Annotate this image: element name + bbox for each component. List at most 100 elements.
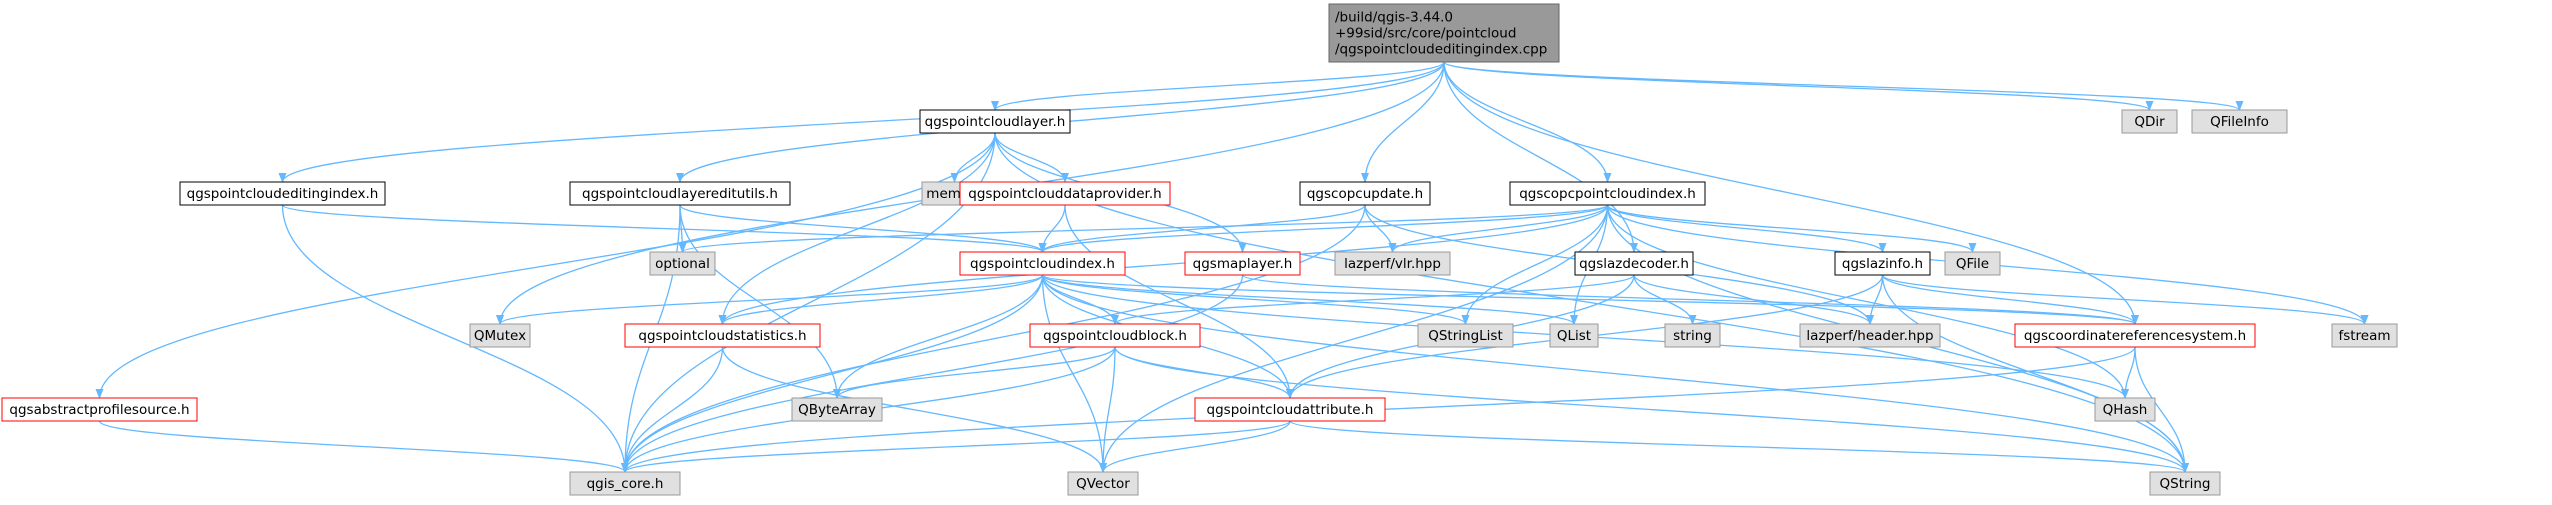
edge-lazinfo-to-qstring bbox=[1881, 274, 2189, 473]
node-qfileinfo-label: QFileInfo bbox=[2210, 114, 2269, 130]
edge-lazdecoder-to-string bbox=[1633, 274, 1697, 325]
node-qmutex-label: QMutex bbox=[474, 328, 526, 344]
edge-lazinfo-to-crs bbox=[1881, 274, 2139, 325]
node-copcindex[interactable]: qgscopcpointcloudindex.h bbox=[1509, 181, 1706, 206]
node-qstringlist-label: QStringList bbox=[1428, 328, 1503, 344]
edge-statistics-to-qvector bbox=[721, 346, 1107, 473]
node-qdir-box bbox=[2121, 109, 2178, 134]
node-fstream-box bbox=[2331, 323, 2398, 348]
node-header-box bbox=[1799, 323, 1941, 348]
node-copcupdate-box bbox=[1299, 181, 1431, 206]
edge-pcindex-to-core bbox=[621, 274, 1044, 473]
node-attribute-box bbox=[1194, 397, 1386, 422]
edge-lazinfo-to-fstream bbox=[1881, 274, 2369, 325]
edge-block-to-qbytearray bbox=[833, 346, 1116, 399]
node-maplayer-box bbox=[1184, 251, 1301, 276]
edge-layer-to-memory bbox=[950, 132, 996, 183]
node-string: string bbox=[1664, 323, 1721, 348]
node-profilesource-label: qgsabstractprofilesource.h bbox=[9, 402, 189, 418]
edge-copcindex-to-pcindex bbox=[1038, 204, 1609, 253]
edge-lazinfo-to-header bbox=[1866, 274, 1884, 325]
node-dataprovider[interactable]: qgspointclouddataprovider.h bbox=[959, 181, 1171, 206]
node-qvector-label: QVector bbox=[1076, 476, 1130, 492]
node-qlist: QList bbox=[1549, 323, 1599, 348]
node-qstringlist-box bbox=[1417, 323, 1514, 348]
edge-profilesource-to-core bbox=[98, 420, 629, 473]
edge-block-to-qvector bbox=[1099, 346, 1116, 473]
node-block-box bbox=[1029, 323, 1201, 348]
edge-pcindex-to-qstring bbox=[1041, 274, 2189, 473]
node-layereditutils[interactable]: qgspointcloudlayereditutils.h bbox=[569, 181, 791, 206]
node-qstring: QString bbox=[2149, 471, 2221, 496]
node-layer[interactable]: qgspointcloudlayer.h bbox=[919, 109, 1071, 134]
node-optional: optional bbox=[649, 251, 716, 276]
node-lazinfo[interactable]: qgslazinfo.h bbox=[1834, 251, 1931, 276]
node-dataprovider-label: qgspointclouddataprovider.h bbox=[968, 186, 1161, 202]
edge-root-to-lazdecoder bbox=[1443, 61, 1638, 253]
node-optional-label: optional bbox=[655, 256, 710, 272]
node-core-box bbox=[569, 471, 681, 496]
node-root-label: /build/qgis-3.44.0 bbox=[1335, 10, 1453, 26]
edge-root-to-layer bbox=[991, 61, 1445, 111]
edge-pcindex-to-qmutex bbox=[496, 274, 1044, 325]
node-attribute[interactable]: qgspointcloudattribute.h bbox=[1194, 397, 1386, 422]
node-root[interactable]: /build/qgis-3.44.0+99sid/src/core/pointc… bbox=[1328, 3, 1560, 63]
node-editingindex[interactable]: qgspointcloudeditingindex.h bbox=[179, 181, 386, 206]
edge-attribute-to-core bbox=[621, 420, 1291, 473]
edge-copcindex-to-lazinfo bbox=[1606, 204, 1887, 253]
node-string-box bbox=[1664, 323, 1721, 348]
node-profilesource[interactable]: qgsabstractprofilesource.h bbox=[1, 397, 198, 422]
edge-pcindex-to-qbytearray bbox=[833, 274, 1044, 399]
node-qvector: QVector bbox=[1067, 471, 1139, 496]
node-layereditutils-label: qgspointcloudlayereditutils.h bbox=[582, 186, 778, 202]
node-qlist-box bbox=[1549, 323, 1599, 348]
node-crs[interactable]: qgscoordinatereferencesystem.h bbox=[2014, 323, 2256, 348]
edge-root-to-editingindex bbox=[278, 61, 1445, 183]
edge-maplayer-to-crs bbox=[1241, 274, 2139, 325]
node-maplayer[interactable]: qgsmaplayer.h bbox=[1184, 251, 1301, 276]
node-block-label: qgspointcloudblock.h bbox=[1043, 328, 1187, 344]
edge-lazdecoder-to-block bbox=[1111, 274, 1635, 325]
node-layer-box bbox=[919, 109, 1071, 134]
node-statistics-label: qgspointcloudstatistics.h bbox=[638, 328, 806, 344]
node-qstringlist: QStringList bbox=[1417, 323, 1514, 348]
edge-root-to-crs bbox=[1443, 61, 2139, 325]
node-qdir-label: QDir bbox=[2134, 114, 2165, 130]
node-block[interactable]: qgspointcloudblock.h bbox=[1029, 323, 1201, 348]
nodes-layer: /build/qgis-3.44.0+99sid/src/core/pointc… bbox=[1, 3, 2398, 496]
edge-attribute-to-qstring bbox=[1289, 420, 2189, 473]
node-pcindex-label: qgspointcloudindex.h bbox=[970, 256, 1115, 272]
node-copcupdate[interactable]: qgscopcupdate.h bbox=[1299, 181, 1431, 206]
edge-layer-to-dataprovider bbox=[994, 132, 1069, 183]
node-core: qgis_core.h bbox=[569, 471, 681, 496]
edge-layer-to-profilesource bbox=[95, 132, 996, 399]
node-statistics-box bbox=[624, 323, 821, 348]
node-layereditutils-box bbox=[569, 181, 791, 206]
node-vlr-box bbox=[1334, 251, 1451, 276]
edge-pcindex-to-crs bbox=[1041, 274, 2139, 325]
edge-copcupdate-to-pcindex bbox=[1038, 204, 1366, 253]
node-qbytearray-box bbox=[791, 397, 883, 422]
node-copcindex-label: qgscopcpointcloudindex.h bbox=[1519, 186, 1696, 202]
edge-block-to-qstring bbox=[1114, 346, 2189, 473]
node-profilesource-box bbox=[1, 397, 198, 422]
node-dataprovider-box bbox=[959, 181, 1171, 206]
node-maplayer-label: qgsmaplayer.h bbox=[1193, 256, 1293, 272]
node-root-label: /qgspointcloudeditingindex.cpp bbox=[1335, 42, 1547, 58]
node-copcupdate-label: qgscopcupdate.h bbox=[1307, 186, 1423, 202]
node-statistics[interactable]: qgspointcloudstatistics.h bbox=[624, 323, 821, 348]
edge-pcindex-to-statistics bbox=[718, 274, 1044, 325]
node-qvector-box bbox=[1067, 471, 1139, 496]
edge-copcindex-to-qhash bbox=[1606, 204, 2129, 399]
edge-crs-to-qstring bbox=[2134, 346, 2189, 473]
node-qfile-box bbox=[1944, 251, 2001, 276]
edge-copcindex-to-qfile bbox=[1606, 204, 1977, 253]
node-lazdecoder-box bbox=[1574, 251, 1694, 276]
node-qfileinfo: QFileInfo bbox=[2191, 109, 2288, 134]
node-lazdecoder[interactable]: qgslazdecoder.h bbox=[1574, 251, 1694, 276]
node-vlr-label: lazperf/vlr.hpp bbox=[1344, 256, 1441, 272]
edge-maplayer-to-core bbox=[621, 274, 1244, 473]
node-pcindex[interactable]: qgspointcloudindex.h bbox=[959, 251, 1126, 276]
node-editingindex-box bbox=[179, 181, 386, 206]
